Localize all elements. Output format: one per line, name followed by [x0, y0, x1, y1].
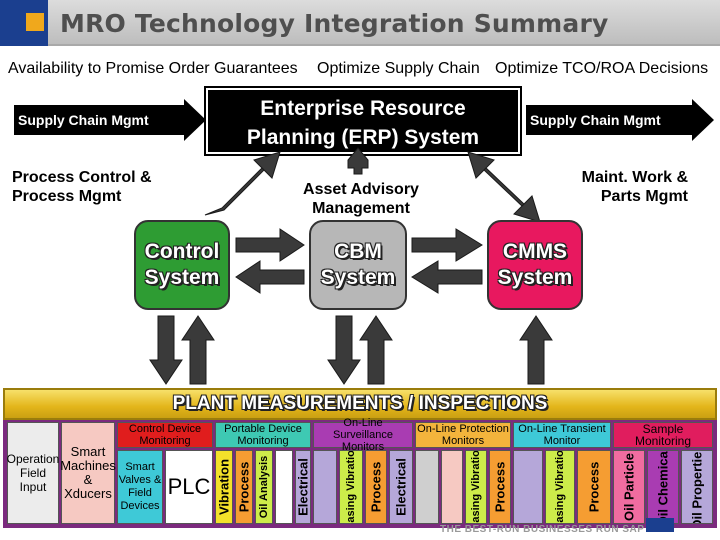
surveillance-cell-1: [313, 450, 337, 524]
oil-analysis-portable: Oil Analysis: [255, 450, 273, 524]
arrow-erp-cbm: [347, 147, 369, 175]
footer-slogan: THE BEST-RUN BUSINESSES RUN SAP: [440, 524, 645, 535]
arrow-cmms-up: [519, 315, 553, 385]
title-bar: [0, 0, 720, 46]
process-protection-label: Process: [492, 461, 508, 513]
sap-logo-icon: [646, 518, 674, 532]
process-control-label: Process Control & Process Mgmt: [12, 168, 152, 206]
maint-work-line-2: Parts Mgmt: [600, 188, 688, 205]
process-surveillance-label: Process: [368, 461, 384, 513]
group-protection: On-Line Protection Monitors: [415, 422, 511, 448]
cmms-line-1: CMMS: [502, 240, 568, 263]
operation-field-input: Operation Field Input: [7, 422, 59, 524]
logo-accent-square: [26, 13, 44, 31]
process-transient: Process: [577, 450, 611, 524]
blank-portable: [275, 450, 293, 524]
arrow-cbm-down: [327, 315, 361, 385]
group-portable-device: Portable Device Monitoring: [215, 422, 311, 448]
cbm-system-node: CBM System: [309, 220, 407, 310]
oil-chemical-sample: Oil Chemical: [647, 450, 679, 524]
process-protection: Process: [489, 450, 511, 524]
group-sample: Sample Monitoring: [613, 422, 713, 448]
arrow-control-up: [181, 315, 215, 385]
control-line-1: Control: [144, 240, 220, 263]
arrow-erp-control: [204, 151, 281, 216]
cmms-line-2: System: [497, 266, 573, 289]
oil-particle-sample-label: Oil Particle: [621, 453, 637, 521]
process-control-line-1: Process Control &: [12, 169, 152, 186]
oil-properties-sample: Oil Properties: [681, 450, 713, 524]
asset-advisory-line-2: Management: [312, 200, 410, 217]
transient-cell-1: [513, 450, 543, 524]
cmms-system-node: CMMS System: [487, 220, 583, 310]
plc-cell: PLC: [165, 450, 213, 524]
process-transient-label: Process: [586, 461, 602, 513]
arrow-control-down: [149, 315, 183, 385]
subtitle-availability: Availability to Promise Order Guarantees: [8, 60, 298, 77]
arrow-cbm-to-control: [235, 260, 305, 294]
supply-chain-arrow-left: Supply Chain Mgmt: [14, 99, 206, 141]
group-control-device: Control Device Monitoring: [117, 422, 213, 448]
smart-machines: Smart Machines & Xducers: [60, 422, 116, 524]
casing-vibration-surveillance-label: Casing Vibration: [345, 450, 357, 524]
casing-vibration-protection: Casing Vibration: [465, 450, 487, 524]
control-system-node: Control System: [134, 220, 230, 310]
arrow-cbm-up: [359, 315, 393, 385]
measurement-sources-panel: Operation Field Input Smart Machines & X…: [3, 417, 717, 528]
subtitle-supply-chain: Optimize Supply Chain: [317, 60, 480, 77]
cbm-line-2: System: [320, 266, 396, 289]
protection-cell-2: [441, 450, 463, 524]
oil-analysis-portable-label: Oil Analysis: [258, 455, 270, 519]
erp-line-2: Planning (ERP) System: [246, 126, 480, 149]
electrical-surveillance: Electrical: [389, 450, 413, 524]
asset-advisory-line-1: Asset Advisory: [303, 181, 419, 198]
supply-chain-arrow-right: Supply Chain Mgmt: [526, 99, 714, 141]
process-portable: Process: [235, 450, 253, 524]
casing-vibration-transient-label: Casing Vibration: [554, 450, 566, 524]
electrical-portable: Electrical: [295, 450, 311, 524]
electrical-surveillance-label: Electrical: [393, 458, 409, 516]
page-title: MRO Technology Integration Summary: [60, 9, 609, 38]
smart-valves: Smart Valves & Field Devices: [117, 450, 163, 524]
supply-chain-arrow-right-label: Supply Chain Mgmt: [530, 112, 661, 128]
arrow-control-to-cbm: [235, 228, 305, 262]
control-line-2: System: [144, 266, 220, 289]
oil-properties-sample-label: Oil Properties: [689, 450, 705, 524]
arrow-cbm-to-cmms: [411, 228, 483, 262]
erp-system-box: Enterprise Resource Planning (ERP) Syste…: [204, 86, 522, 156]
arrow-cmms-to-cbm: [411, 260, 483, 294]
vibration-portable-label: Vibration: [216, 458, 232, 516]
oil-chemical-sample-label: Oil Chemical: [655, 450, 671, 524]
casing-vibration-surveillance: Casing Vibration: [339, 450, 363, 524]
maint-work-label: Maint. Work & Parts Mgmt: [540, 168, 688, 206]
supply-chain-arrow-left-label: Supply Chain Mgmt: [18, 112, 149, 128]
asset-advisory-label: Asset Advisory Management: [284, 180, 438, 218]
process-surveillance: Process: [365, 450, 387, 524]
casing-vibration-transient: Casing Vibration: [545, 450, 575, 524]
oil-particle-sample: Oil Particle: [613, 450, 645, 524]
casing-vibration-protection-label: Casing Vibration: [470, 450, 482, 524]
vibration-portable: Vibration: [215, 450, 233, 524]
process-control-line-2: Process Mgmt: [12, 188, 122, 205]
protection-cell-1: [415, 450, 439, 524]
maint-work-line-1: Maint. Work &: [581, 169, 688, 186]
group-transient: On-Line Transient Monitor: [513, 422, 611, 448]
erp-line-1: Enterprise Resource: [260, 97, 466, 120]
group-surveillance: On-Line Surveillance Monitors: [313, 417, 413, 453]
cbm-line-1: CBM: [334, 240, 382, 263]
plant-measurements-bar: PLANT MEASUREMENTS / INSPECTIONS: [3, 388, 717, 420]
subtitle-tco: Optimize TCO/ROA Decisions: [495, 60, 709, 77]
electrical-portable-label: Electrical: [295, 458, 311, 516]
process-portable-label: Process: [236, 461, 252, 513]
arrow-erp-cmms: [467, 151, 541, 223]
